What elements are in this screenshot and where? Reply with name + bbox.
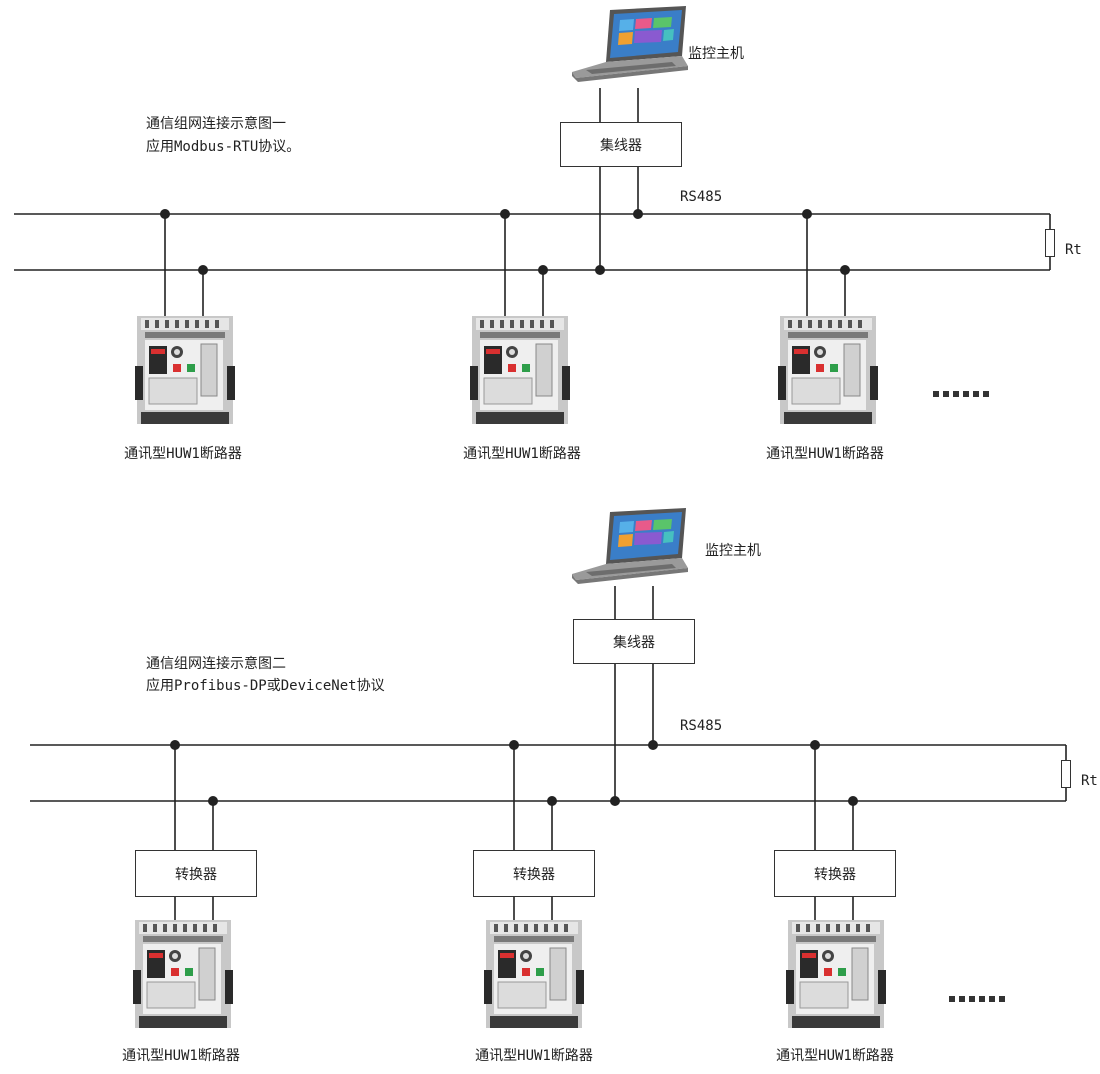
diagram2-converter-label-3: 转换器 [814,866,856,883]
diagram1-breaker-icon-2 [469,315,571,425]
diagram1-protocol: 应用Modbus-RTU协议。 [146,139,301,155]
diagram2-host-label: 监控主机 [705,543,761,559]
diagram1-host-label: 监控主机 [688,46,744,62]
diagram2-drop-junction-b [547,796,557,806]
diagram2-hub-junction-b [610,796,620,806]
diagram2-breaker-label-1: 通讯型HUW1断路器 [122,1048,240,1064]
diagram2-converter-1: 转换器 [135,850,257,897]
diagram2-hub: 集线器 [573,619,695,664]
diagram1-hub: 集线器 [560,122,682,167]
diagram1-breaker-label-1: 通讯型HUW1断路器 [124,446,242,462]
diagram2-converter-3: 转换器 [774,850,896,897]
diagram1-hub-junction-b [595,265,605,275]
diagram2-breaker-icon-1 [132,919,234,1029]
diagram2-converter-label-1: 转换器 [175,866,217,883]
diagram2-breaker-icon-3 [785,919,887,1029]
diagram2-terminal-resistor [1061,760,1071,788]
diagram2-resistor-label: Rt [1081,773,1098,789]
diagram1-continuation-marker [933,391,989,397]
diagram1-breaker-icon-3 [777,315,879,425]
diagram1-terminal-resistor [1045,229,1055,257]
diagram1-laptop-icon [572,6,688,82]
diagram1-drop-junction-b [198,265,208,275]
diagram1-breaker-label-3: 通讯型HUW1断路器 [766,446,884,462]
diagram2-drop-junction-a [170,740,180,750]
diagram1-drop-junction-a [160,209,170,219]
diagram2-drop-junction-b [848,796,858,806]
diagram2-title: 通信组网连接示意图二 [146,656,286,672]
diagram1-drop-junction-b [538,265,548,275]
diagram2-hub-label: 集线器 [613,634,655,651]
diagram1-bus-label: RS485 [680,189,723,205]
diagram1-breaker-label-2: 通讯型HUW1断路器 [463,446,581,462]
diagram2-drop-junction-a [509,740,519,750]
diagram2-converter-label-2: 转换器 [513,866,555,883]
diagram2-bus-label: RS485 [680,718,723,734]
diagram2-breaker-label-2: 通讯型HUW1断路器 [475,1048,593,1064]
diagram1-resistor-label: Rt [1065,242,1082,258]
diagram2-laptop-icon [572,508,688,584]
diagram1-hub-junction-a [633,209,643,219]
diagram1-drop-junction-b [840,265,850,275]
diagram2-breaker-icon-2 [483,919,585,1029]
diagram1-drop-junction-a [500,209,510,219]
diagram2-hub-junction-a [648,740,658,750]
diagram2-breaker-label-3: 通讯型HUW1断路器 [776,1048,894,1064]
diagram2-drop-junction-a [810,740,820,750]
diagram1-hub-label: 集线器 [600,137,642,154]
diagram2-converter-2: 转换器 [473,850,595,897]
diagram1-breaker-icon-1 [134,315,236,425]
diagram1-title: 通信组网连接示意图一 [146,116,286,132]
diagram2-protocol: 应用Profibus-DP或DeviceNet协议 [146,678,385,694]
diagram2-drop-junction-b [208,796,218,806]
diagram1-drop-junction-a [802,209,812,219]
diagram2-continuation-marker [949,996,1005,1002]
